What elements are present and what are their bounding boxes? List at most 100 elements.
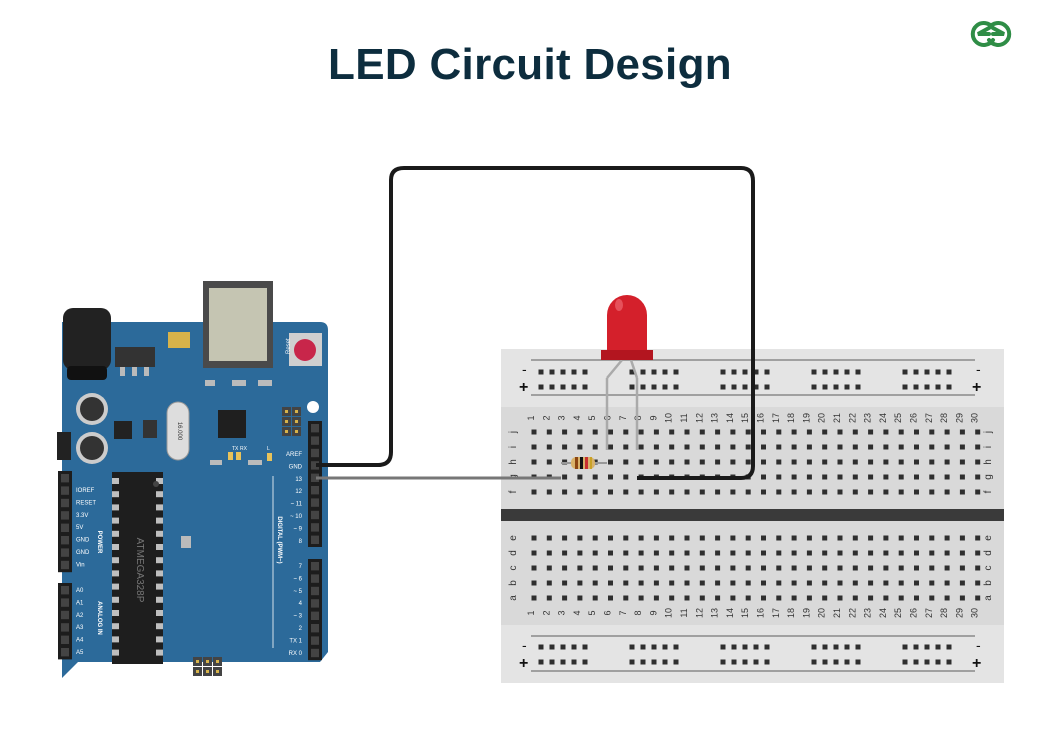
pin-label: A4 <box>76 638 84 644</box>
breadboard-column-label: 29 <box>954 608 964 618</box>
pin-label: 12 <box>295 489 302 495</box>
page-title: LED Circuit Design <box>328 40 732 89</box>
breadboard-row-label: e <box>508 535 519 541</box>
resistor <box>561 457 607 469</box>
bottom-rail-minus-right: - <box>976 637 981 653</box>
breadboard-row-label: f <box>983 490 994 493</box>
breadboard-column-label: 30 <box>970 608 980 618</box>
breadboard-column-label: 20 <box>817 413 827 423</box>
breadboard-column-label: 2 <box>541 610 551 615</box>
breadboard-column-label: 23 <box>863 413 873 423</box>
breadboard-column-label: 9 <box>648 610 658 615</box>
breadboard-row-label: f <box>508 490 519 493</box>
pin-label: 8 <box>299 539 303 545</box>
icsp-header-2 <box>193 657 222 676</box>
pin-label: 7 <box>299 564 303 570</box>
breadboard-column-label: 6 <box>603 610 613 615</box>
capacitor-1 <box>76 393 108 425</box>
pin-label: RX 0 <box>289 651 303 657</box>
pin-label: ~ 11 <box>291 502 303 508</box>
pin-label: TX 1 <box>289 638 302 644</box>
diode <box>57 432 71 460</box>
usb-port <box>203 281 273 368</box>
small-ic-2 <box>143 420 157 438</box>
breadboard-row-label: a <box>983 595 994 601</box>
small-ic-1 <box>114 421 132 439</box>
breadboard-column-label: 19 <box>801 608 811 618</box>
pin-label: 3.3V <box>76 513 88 519</box>
reset-label: Reset <box>286 338 292 354</box>
analog-section-label: ANALOG IN <box>96 601 102 635</box>
breadboard-column-label: 16 <box>756 608 766 618</box>
breadboard-column-label: 24 <box>878 413 888 423</box>
breadboard-column-label: 3 <box>557 415 567 420</box>
pin-label: ~ 6 <box>293 576 302 582</box>
breadboard-column-label: 9 <box>648 415 658 420</box>
breadboard-column-label: 1 <box>526 415 536 420</box>
breadboard-column-label: 4 <box>572 415 582 420</box>
pin-label: RESET <box>76 500 96 506</box>
chip-label: ATMEGA328P <box>134 538 145 603</box>
pin-label: IOREF <box>76 488 95 494</box>
analog-header <box>58 583 72 660</box>
breadboard-column-label: 14 <box>725 413 735 423</box>
capacitor-2 <box>76 432 108 464</box>
tx-led-label: TX <box>232 446 239 452</box>
pin-label: ~ 5 <box>293 589 302 595</box>
breadboard-column-label: 10 <box>664 608 674 618</box>
pin-label: A3 <box>76 625 84 631</box>
breadboard-row-label: d <box>983 550 994 556</box>
rx-led-label: RX <box>240 446 248 452</box>
breadboard-column-label: 1 <box>526 610 536 615</box>
breadboard-row-label: d <box>508 550 519 556</box>
breadboard-row-label: e <box>983 535 994 541</box>
pin-label: A5 <box>76 650 84 656</box>
breadboard-column-label: 16 <box>756 413 766 423</box>
breadboard-column-label: 2 <box>541 415 551 420</box>
breadboard-column-label: 27 <box>924 413 934 423</box>
geeksforgeeks-logo-icon <box>970 21 1012 47</box>
digital-header-lower <box>308 559 322 661</box>
arduino-uno-board: Reset TX RX L <box>57 281 328 678</box>
top-rail-minus-right: - <box>976 361 981 377</box>
fuse <box>168 332 190 348</box>
breadboard-row-label: i <box>508 446 519 448</box>
pin-label: ~ 10 <box>290 514 303 520</box>
breadboard-column-label: 11 <box>679 413 689 422</box>
breadboard-column-label: 13 <box>710 608 720 618</box>
breadboard-row-label: c <box>983 566 994 571</box>
breadboard-column-label: 29 <box>954 413 964 423</box>
breadboard-column-label: 3 <box>557 610 567 615</box>
breadboard-row-label: h <box>508 459 519 465</box>
breadboard-row-label: a <box>508 595 519 601</box>
top-rail-minus-left: - <box>522 361 527 377</box>
bottom-rail-plus-left: + <box>519 655 528 672</box>
breadboard-column-label: 8 <box>633 610 643 615</box>
breadboard-column-label: 24 <box>878 608 888 618</box>
reset-button: Reset <box>286 333 322 366</box>
breadboard-row-label: c <box>508 566 519 571</box>
breadboard-column-label: 21 <box>832 413 842 423</box>
top-rail-plus-right: + <box>972 379 981 396</box>
top-rail-plus-left: + <box>519 379 528 396</box>
led <box>601 295 653 450</box>
pin-label: 13 <box>295 477 302 483</box>
breadboard-column-label: 5 <box>587 610 597 615</box>
voltage-regulator <box>115 347 155 376</box>
breadboard-column-label: 25 <box>893 608 903 618</box>
breadboard-column-label: 28 <box>939 413 949 423</box>
bottom-power-rail <box>501 625 1004 683</box>
pin-label: Vin <box>76 562 85 568</box>
dc-power-jack <box>63 308 111 380</box>
crystal-oscillator: 16.000 <box>166 401 190 461</box>
digital-section-label: DIGITAL (PWM~) <box>276 516 282 563</box>
pin-label: AREF <box>286 452 302 458</box>
pin-label: A2 <box>76 613 84 619</box>
breadboard-column-label: 26 <box>909 413 919 423</box>
breadboard-column-label: 13 <box>710 413 720 423</box>
breadboard-column-label: 22 <box>847 608 857 618</box>
breadboard-column-label: 18 <box>786 608 796 618</box>
breadboard-row-label: b <box>508 580 519 586</box>
pin-label: 5V <box>76 525 83 531</box>
